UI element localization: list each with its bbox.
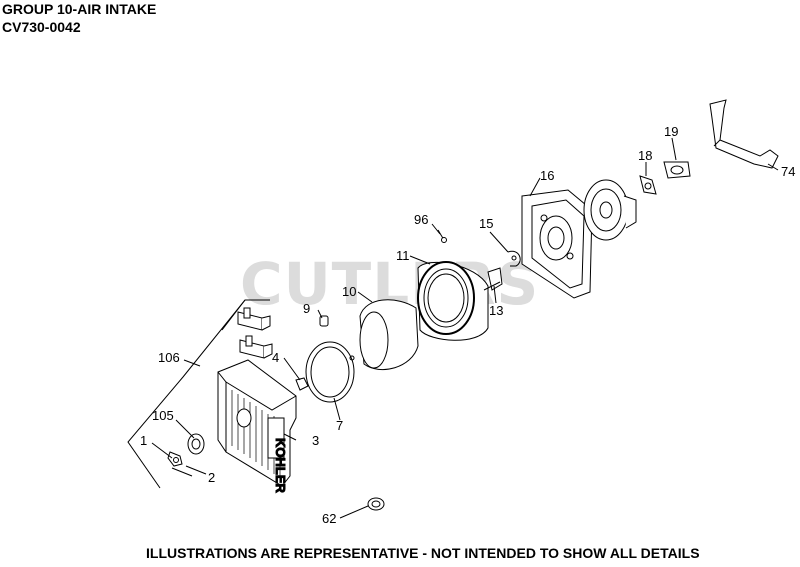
part-106-bracket-group — [127, 299, 273, 489]
part-11-filter-element — [417, 261, 489, 341]
callout-9: 9 — [303, 301, 310, 316]
part-15-hose-bracket — [507, 250, 521, 267]
part-105-knob — [187, 433, 205, 455]
callout-3: 3 — [312, 433, 319, 448]
part-3-air-cleaner-cover — [217, 359, 297, 487]
part-1-clip — [167, 451, 183, 467]
adapter-housing — [583, 179, 637, 241]
model-number: CV730-0042 — [2, 19, 81, 35]
leader-lines — [151, 137, 779, 519]
callout-1: 1 — [140, 433, 147, 448]
disclaimer-footer: ILLUSTRATIONS ARE REPRESENTATIVE - NOT I… — [146, 545, 700, 561]
part-62-nut — [367, 497, 385, 511]
callout-15: 15 — [479, 216, 493, 231]
callout-105: 105 — [152, 408, 174, 423]
callout-4: 4 — [272, 350, 279, 365]
part-96-screw — [437, 229, 447, 243]
small-washer — [349, 355, 355, 361]
callout-2: 2 — [208, 470, 215, 485]
part-7-element-cover — [305, 341, 355, 403]
part-10-precleaner — [359, 299, 419, 371]
callout-13: 13 — [489, 303, 503, 318]
part-13-bracket — [483, 267, 503, 291]
callout-11: 11 — [396, 248, 410, 263]
part-74-support-bracket — [709, 99, 779, 169]
callout-74: 74 — [781, 164, 795, 179]
part-2-leader-base — [171, 467, 193, 477]
callout-18: 18 — [638, 148, 652, 163]
part-18-gasket — [639, 175, 657, 195]
callout-106: 106 — [158, 350, 180, 365]
part-19-gasket — [663, 161, 691, 179]
callout-62: 62 — [322, 511, 336, 526]
callout-7: 7 — [336, 418, 343, 433]
callout-19: 19 — [664, 124, 678, 139]
part-9-pin — [319, 315, 329, 327]
callout-16: 16 — [540, 168, 554, 183]
diagram-title: GROUP 10-AIR INTAKE — [2, 1, 157, 17]
part-4-nut — [295, 377, 309, 391]
part-16-base-plate — [521, 189, 593, 299]
callout-96: 96 — [414, 212, 428, 227]
callout-10: 10 — [342, 284, 356, 299]
cover-logo-text: KOHLER — [273, 438, 288, 494]
